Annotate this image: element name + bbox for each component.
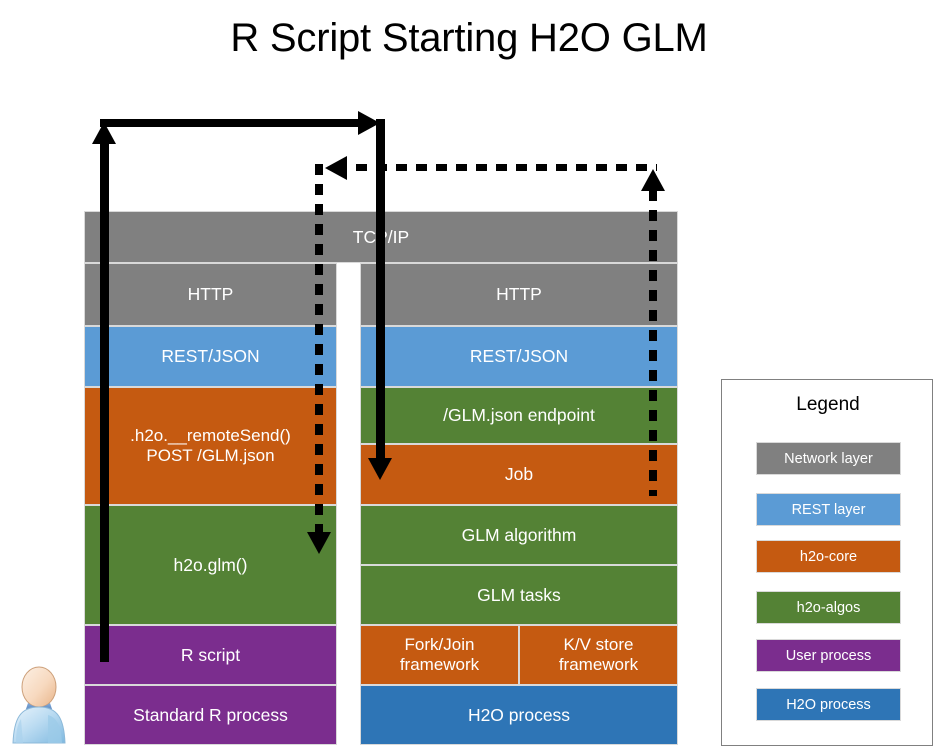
request-arrow-head-up [92,122,116,144]
request-arrow-stem-horizontal [100,119,365,127]
left-block-h2o-glm: h2o.glm() [84,505,337,625]
response-arrow-head-up [641,169,665,191]
response-arrow-stem-horizontal [336,164,657,171]
response-arrow-descend-vertical [315,164,323,536]
right-block-h2o-process: H2O process [360,685,678,745]
right-block-fork-join-framework: Fork/Join framework [360,625,519,685]
right-block-glm-algorithm: GLM algorithm [360,505,678,565]
legend-panel: Legend Network layer REST layer h2o-core… [721,379,933,746]
response-arrow-stem-vertical [649,190,657,496]
left-block-remote-send: .h2o.__remoteSend() POST /GLM.json [84,387,337,505]
right-block-job: Job [360,444,678,505]
right-block-rest-json: REST/JSON [360,326,678,387]
response-arrow-head-left [325,156,347,180]
legend-item-h2o-algos: h2o-algos [756,591,901,624]
request-arrow-head-down [368,458,392,480]
right-block-kv-store-framework: K/V store framework [519,625,678,685]
legend-item-h2o-core: h2o-core [756,540,901,573]
left-block-rest-json: REST/JSON [84,326,337,387]
request-arrow-descend-vertical [376,119,385,464]
legend-item-rest-layer: REST layer [756,493,901,526]
right-block-glm-tasks: GLM tasks [360,565,678,625]
page-title: R Script Starting H2O GLM [230,16,708,60]
legend-title: Legend [796,394,860,415]
user-avatar-icon [12,666,66,744]
response-arrow-head-down [307,532,331,554]
request-arrow-stem-vertical [100,140,109,662]
left-block-r-script: R script [84,625,337,685]
left-block-http: HTTP [84,263,337,326]
left-block-standard-r-process: Standard R process [84,685,337,745]
legend-item-h2o-process: H2O process [756,688,901,721]
legend-item-user-process: User process [756,639,901,672]
right-block-http: HTTP [360,263,678,326]
request-arrow-head-right [358,111,380,135]
legend-item-network-layer: Network layer [756,442,901,475]
right-block-glm-endpoint: /GLM.json endpoint [360,387,678,444]
